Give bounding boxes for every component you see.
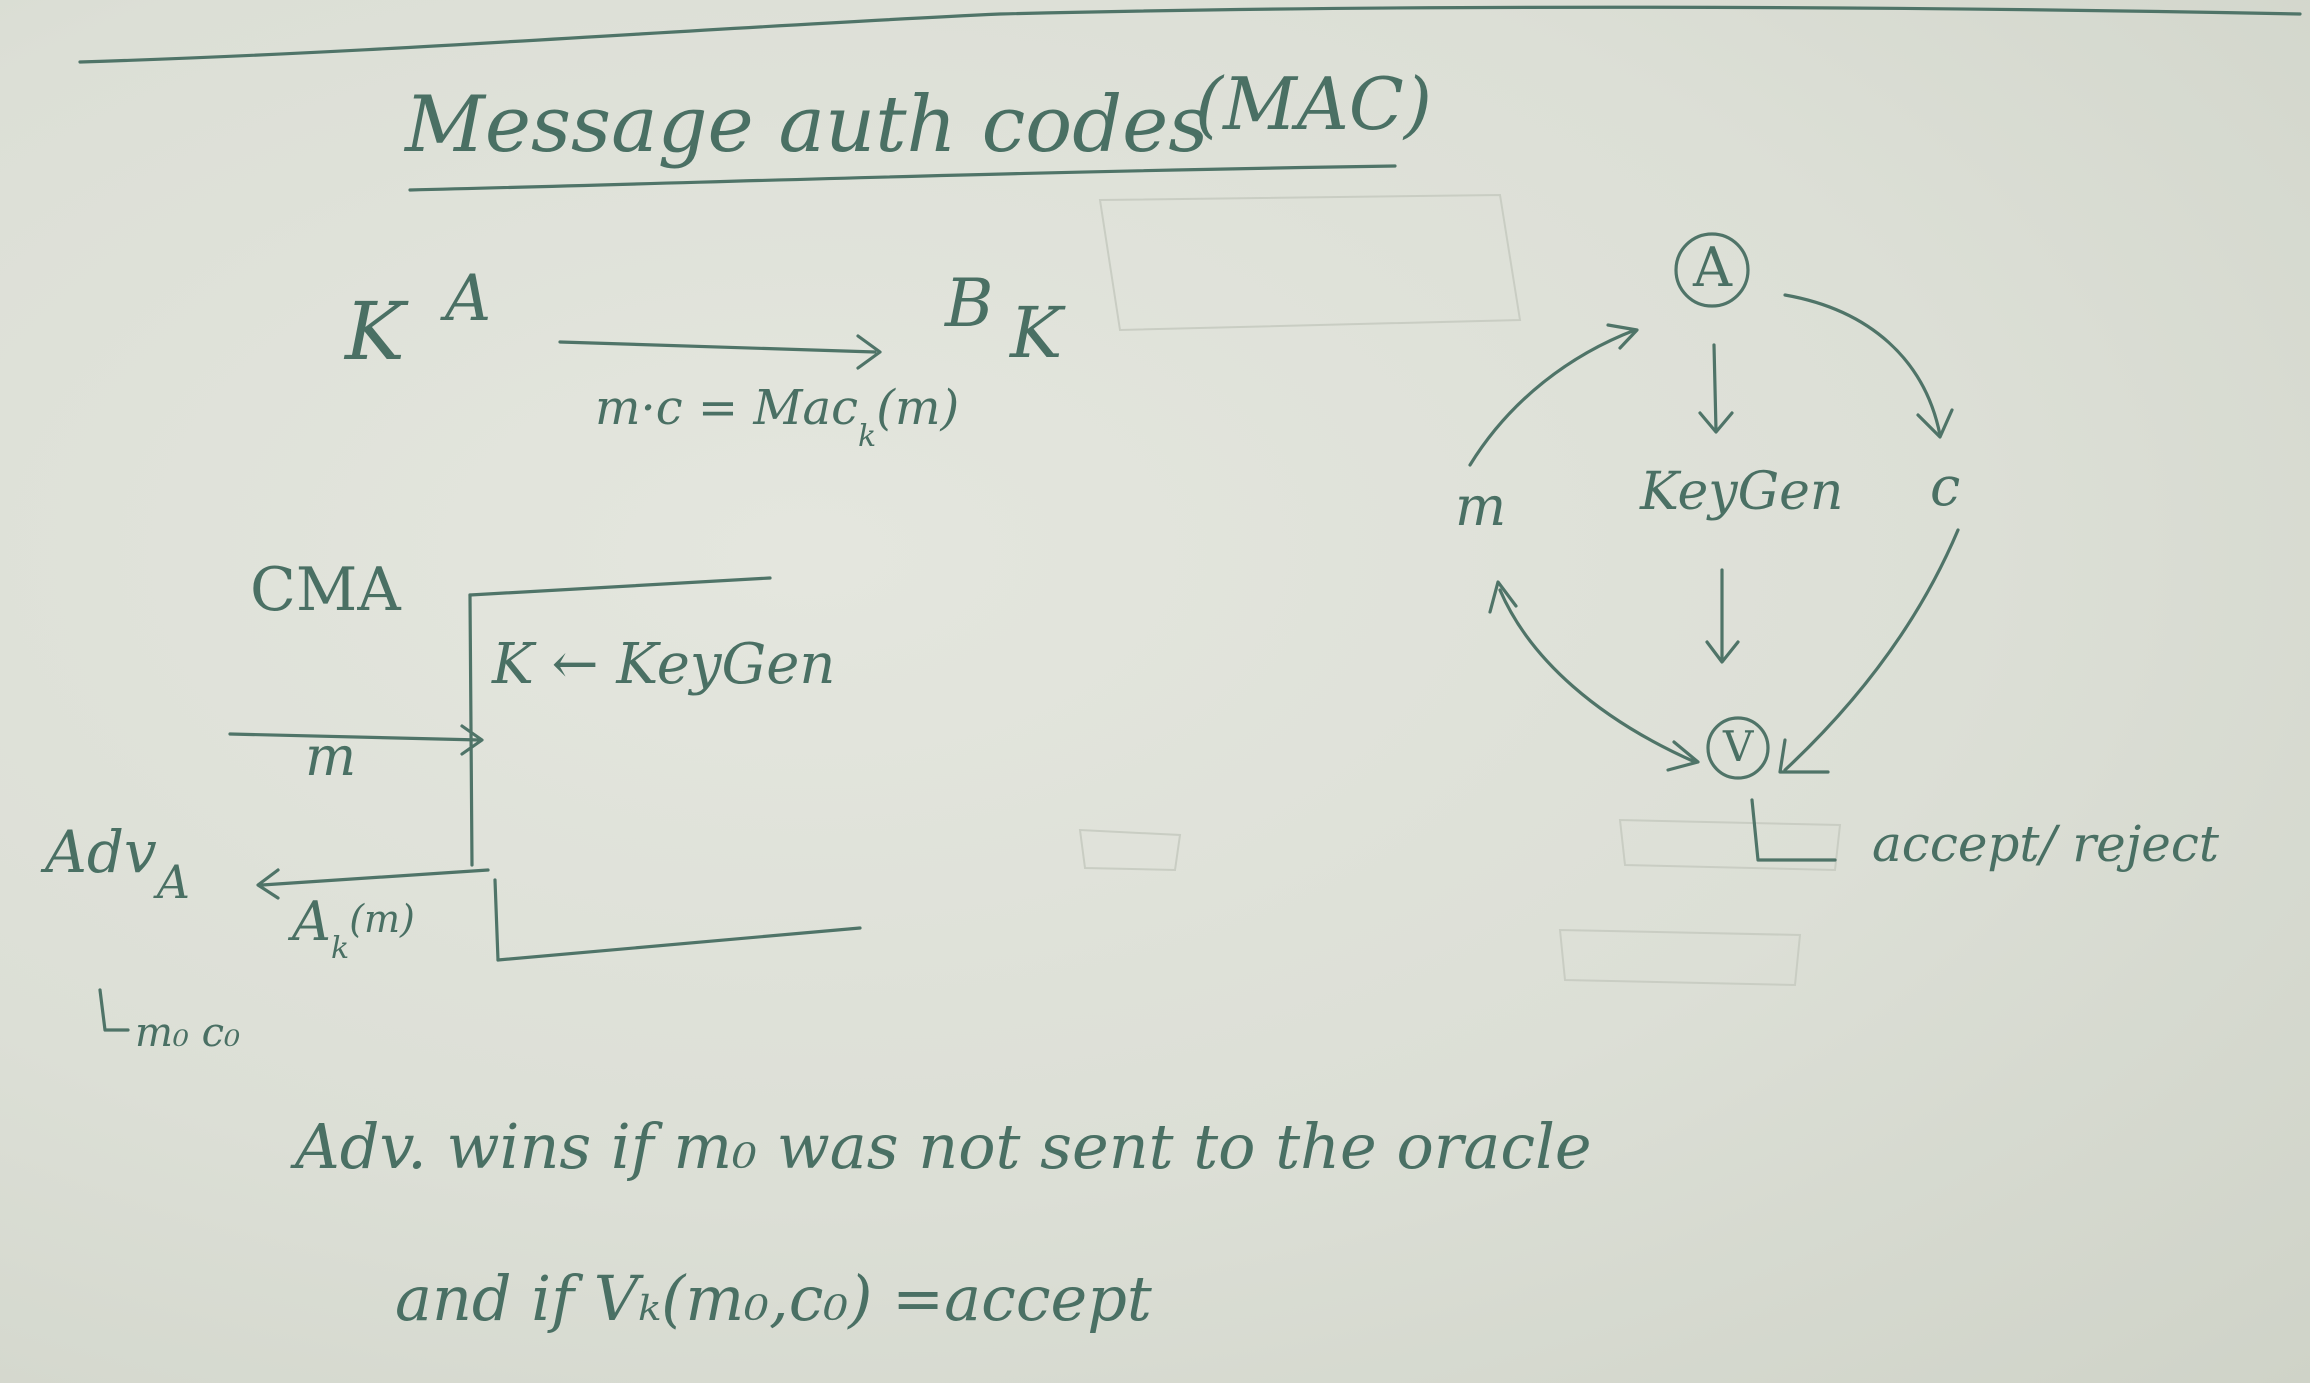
adversary-output: m₀ c₀ bbox=[135, 1010, 241, 1056]
arrow-a-to-c bbox=[1783, 293, 1942, 437]
page-title: Message auth codes bbox=[405, 80, 1209, 170]
keygen-label: KeyGen bbox=[1640, 462, 1844, 522]
message-label: m bbox=[1455, 475, 1507, 538]
response-label: Ak(m) bbox=[292, 890, 415, 966]
win-condition-line2: and if Vₖ(m₀,c₀) =accept bbox=[395, 1262, 1152, 1335]
key-left: K bbox=[345, 285, 405, 378]
sender-label: A bbox=[445, 262, 492, 336]
response-arg: (m) bbox=[349, 897, 415, 941]
cma-box bbox=[468, 576, 862, 962]
receiver-label: B bbox=[945, 265, 994, 342]
result-hook bbox=[1750, 798, 1837, 862]
erased-residue bbox=[1078, 193, 1842, 987]
node-v-circle bbox=[1706, 716, 1770, 780]
response-text: A bbox=[292, 890, 331, 953]
adversary-text: Adv bbox=[45, 818, 157, 886]
top-border-line bbox=[78, 5, 2302, 64]
scheme-diagram bbox=[1468, 232, 1960, 862]
response-subscript: k bbox=[331, 931, 350, 966]
title-underline bbox=[408, 164, 1397, 192]
arrow-m-to-a bbox=[1468, 328, 1637, 467]
title-abbrev: (MAC) bbox=[1195, 62, 1432, 146]
arrow-c-to-v bbox=[1783, 528, 1960, 772]
mac-text: m·c = Mac bbox=[595, 380, 859, 436]
win-condition-line1: Adv. wins if m₀ was not sent to the orac… bbox=[295, 1110, 1592, 1183]
arrow-m-v bbox=[1498, 588, 1697, 764]
query-label: m bbox=[305, 725, 357, 788]
response-arrow bbox=[256, 868, 490, 900]
send-arrow bbox=[558, 334, 882, 370]
arrow-a-to-keygen bbox=[1712, 343, 1718, 432]
adversary-label: AdvA bbox=[45, 818, 190, 909]
cma-keygen: K ← KeyGen bbox=[492, 632, 836, 697]
key-right: K bbox=[1010, 292, 1063, 374]
cma-label: CMA bbox=[250, 555, 401, 625]
result-label: accept/ reject bbox=[1872, 815, 2219, 873]
adversary-subscript: A bbox=[156, 855, 191, 909]
tag-label: c bbox=[1930, 455, 1961, 518]
node-v-label: V bbox=[1723, 722, 1754, 771]
mac-subscript: k bbox=[858, 419, 877, 454]
mac-arg: (m) bbox=[876, 380, 960, 436]
output-hook bbox=[98, 988, 130, 1032]
node-a-label: A bbox=[1693, 236, 1732, 299]
message-mac-label: m·c = Mack(m) bbox=[595, 380, 960, 454]
query-arrow bbox=[228, 724, 484, 756]
node-a-circle bbox=[1674, 232, 1750, 308]
